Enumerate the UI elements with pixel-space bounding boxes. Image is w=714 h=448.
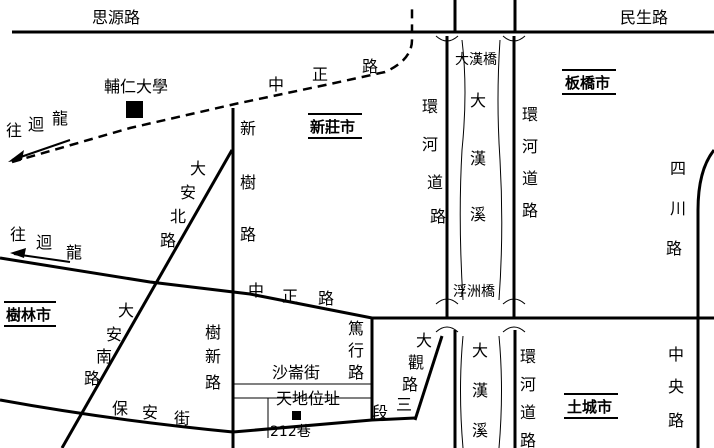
- road-label-daguan-3: 路: [402, 375, 418, 394]
- direction-label-top-2: 迴: [28, 115, 44, 134]
- direction-label-mid-2: 迴: [36, 233, 52, 252]
- road-label-minsheng: 民生路: [620, 8, 668, 27]
- arrow-head-mid: [10, 248, 26, 258]
- road-line-daan: [60, 149, 234, 448]
- road-label-huanhe-east-3: 道: [522, 169, 538, 188]
- road-label-baoan-3: 街: [174, 409, 190, 428]
- road-line-zhongzheng-dashed: [11, 8, 414, 164]
- road-label-shuxin-1: 樹: [205, 323, 221, 342]
- road-label-zhongyang-3: 路: [668, 411, 684, 430]
- road-label-huanhe-east-lower-4: 路: [520, 431, 536, 448]
- bridge-mark-lower-right: [502, 326, 526, 333]
- road-label-siyuan: 思源路: [92, 8, 140, 27]
- road-label-duxing-1: 篤: [348, 319, 364, 338]
- river-inner-left: [459, 39, 466, 301]
- road-label-daan-north-1: 大: [190, 159, 206, 178]
- river-label-upper-3: 溪: [470, 205, 486, 224]
- bridge-mark-top-left: [435, 35, 459, 42]
- city-label-shulin: 樹林市: [6, 306, 51, 324]
- river-inner-lower-left: [460, 335, 464, 448]
- direction-label-top-3: 龍: [52, 109, 68, 128]
- city-label-banqiao: 板橋市: [565, 74, 610, 92]
- river-label-lower-2: 漢: [472, 381, 488, 400]
- road-label-daan-north-3: 北: [170, 207, 186, 226]
- road-label-shuxin-2: 新: [205, 347, 221, 366]
- place-label-site: 天地位址: [276, 389, 340, 408]
- road-line-daguan: [413, 335, 444, 421]
- direction-label-mid-1: 往: [10, 225, 26, 244]
- river-label-lower-3: 溪: [472, 421, 488, 440]
- road-label-section-2: 三: [396, 395, 412, 414]
- place-label-furen: 輔仁大學: [104, 77, 168, 96]
- road-label-sichuan-2: 川: [670, 199, 686, 218]
- river-label-lower-1: 大: [472, 341, 488, 360]
- road-label-zhongzheng-upper-2: 正: [312, 65, 328, 84]
- road-line-zhongzheng-mid: [0, 256, 714, 320]
- road-label-daguan-2: 觀: [408, 353, 424, 372]
- road-label-huanhe-west-4: 路: [430, 207, 446, 226]
- river-label-upper-2: 漢: [470, 149, 486, 168]
- road-label-huanhe-west-2: 河: [422, 135, 438, 154]
- road-label-shuxin-3: 路: [205, 373, 221, 392]
- river-label-upper-1: 大: [470, 91, 486, 110]
- bridge-mark-bottom-left: [435, 298, 459, 305]
- road-label-daan-north-2: 安: [180, 183, 196, 202]
- road-label-xinshu-1: 新: [240, 119, 256, 138]
- direction-label-top-1: 往: [6, 121, 22, 140]
- road-label-section-1: 段: [372, 403, 388, 422]
- road-label-zhongzheng-upper-1: 中: [268, 75, 284, 94]
- road-label-daan-south-2: 安: [106, 325, 122, 344]
- road-label-daan-north-4: 路: [160, 231, 176, 250]
- furen-marker: [126, 101, 143, 118]
- road-label-shalun: 沙崙街: [272, 363, 320, 382]
- river-inner-lower-right: [498, 335, 502, 448]
- river-inner-right: [497, 39, 503, 301]
- road-label-huanhe-east-4: 路: [522, 201, 538, 220]
- site-marker: [292, 411, 301, 420]
- road-label-sichuan-3: 路: [666, 239, 682, 258]
- road-label-xinshu-3: 路: [240, 225, 256, 244]
- road-label-daan-south-3: 南: [96, 347, 112, 366]
- bridge-label-dahan: 大漢橋: [455, 52, 497, 68]
- road-label-daan-south-4: 路: [84, 369, 100, 388]
- road-label-huanhe-east-lower-3: 道: [520, 403, 536, 422]
- road-label-duxing-2: 行: [348, 341, 364, 360]
- road-label-baoan-1: 保: [112, 399, 128, 418]
- city-label-tucheng: 土城市: [567, 398, 612, 416]
- road-label-huanhe-east-lower-1: 環: [520, 347, 536, 366]
- road-line-baoan: [0, 398, 416, 434]
- bridge-mark-bottom-right: [502, 298, 526, 305]
- road-label-duxing-3: 路: [348, 363, 364, 382]
- road-label-daan-south-1: 大: [118, 301, 134, 320]
- bridge-mark-top-right: [502, 35, 526, 42]
- road-label-daguan-1: 大: [416, 331, 432, 350]
- road-label-zhongzheng-upper-3: 路: [362, 57, 378, 76]
- road-label-zhongzheng-mid-1: 中: [248, 281, 264, 300]
- city-label-xinzhuang: 新莊市: [310, 118, 355, 136]
- road-label-sichuan-1: 四: [670, 159, 686, 178]
- arrow-head-top: [8, 150, 24, 162]
- bridge-mark-lower-left: [435, 326, 459, 333]
- bridge-label-fuzhou: 浮洲橋: [453, 284, 495, 300]
- road-label-zhongyang-1: 中: [668, 345, 684, 364]
- road-label-lane: 212巷: [270, 424, 311, 440]
- road-label-huanhe-east-1: 環: [522, 105, 538, 124]
- road-label-huanhe-east-lower-2: 河: [520, 375, 536, 394]
- road-label-xinshu-2: 樹: [240, 173, 256, 192]
- road-label-huanhe-west-3: 道: [427, 173, 443, 192]
- road-label-zhongzheng-mid-2: 正: [282, 287, 298, 306]
- road-label-baoan-2: 安: [142, 403, 158, 422]
- road-label-huanhe-west-1: 環: [422, 97, 438, 116]
- road-label-zhongzheng-mid-3: 路: [318, 289, 334, 308]
- road-line-sichuan: [696, 149, 714, 448]
- road-label-zhongyang-2: 央: [668, 377, 684, 396]
- direction-label-mid-3: 龍: [66, 243, 82, 262]
- road-label-huanhe-east-2: 河: [522, 137, 538, 156]
